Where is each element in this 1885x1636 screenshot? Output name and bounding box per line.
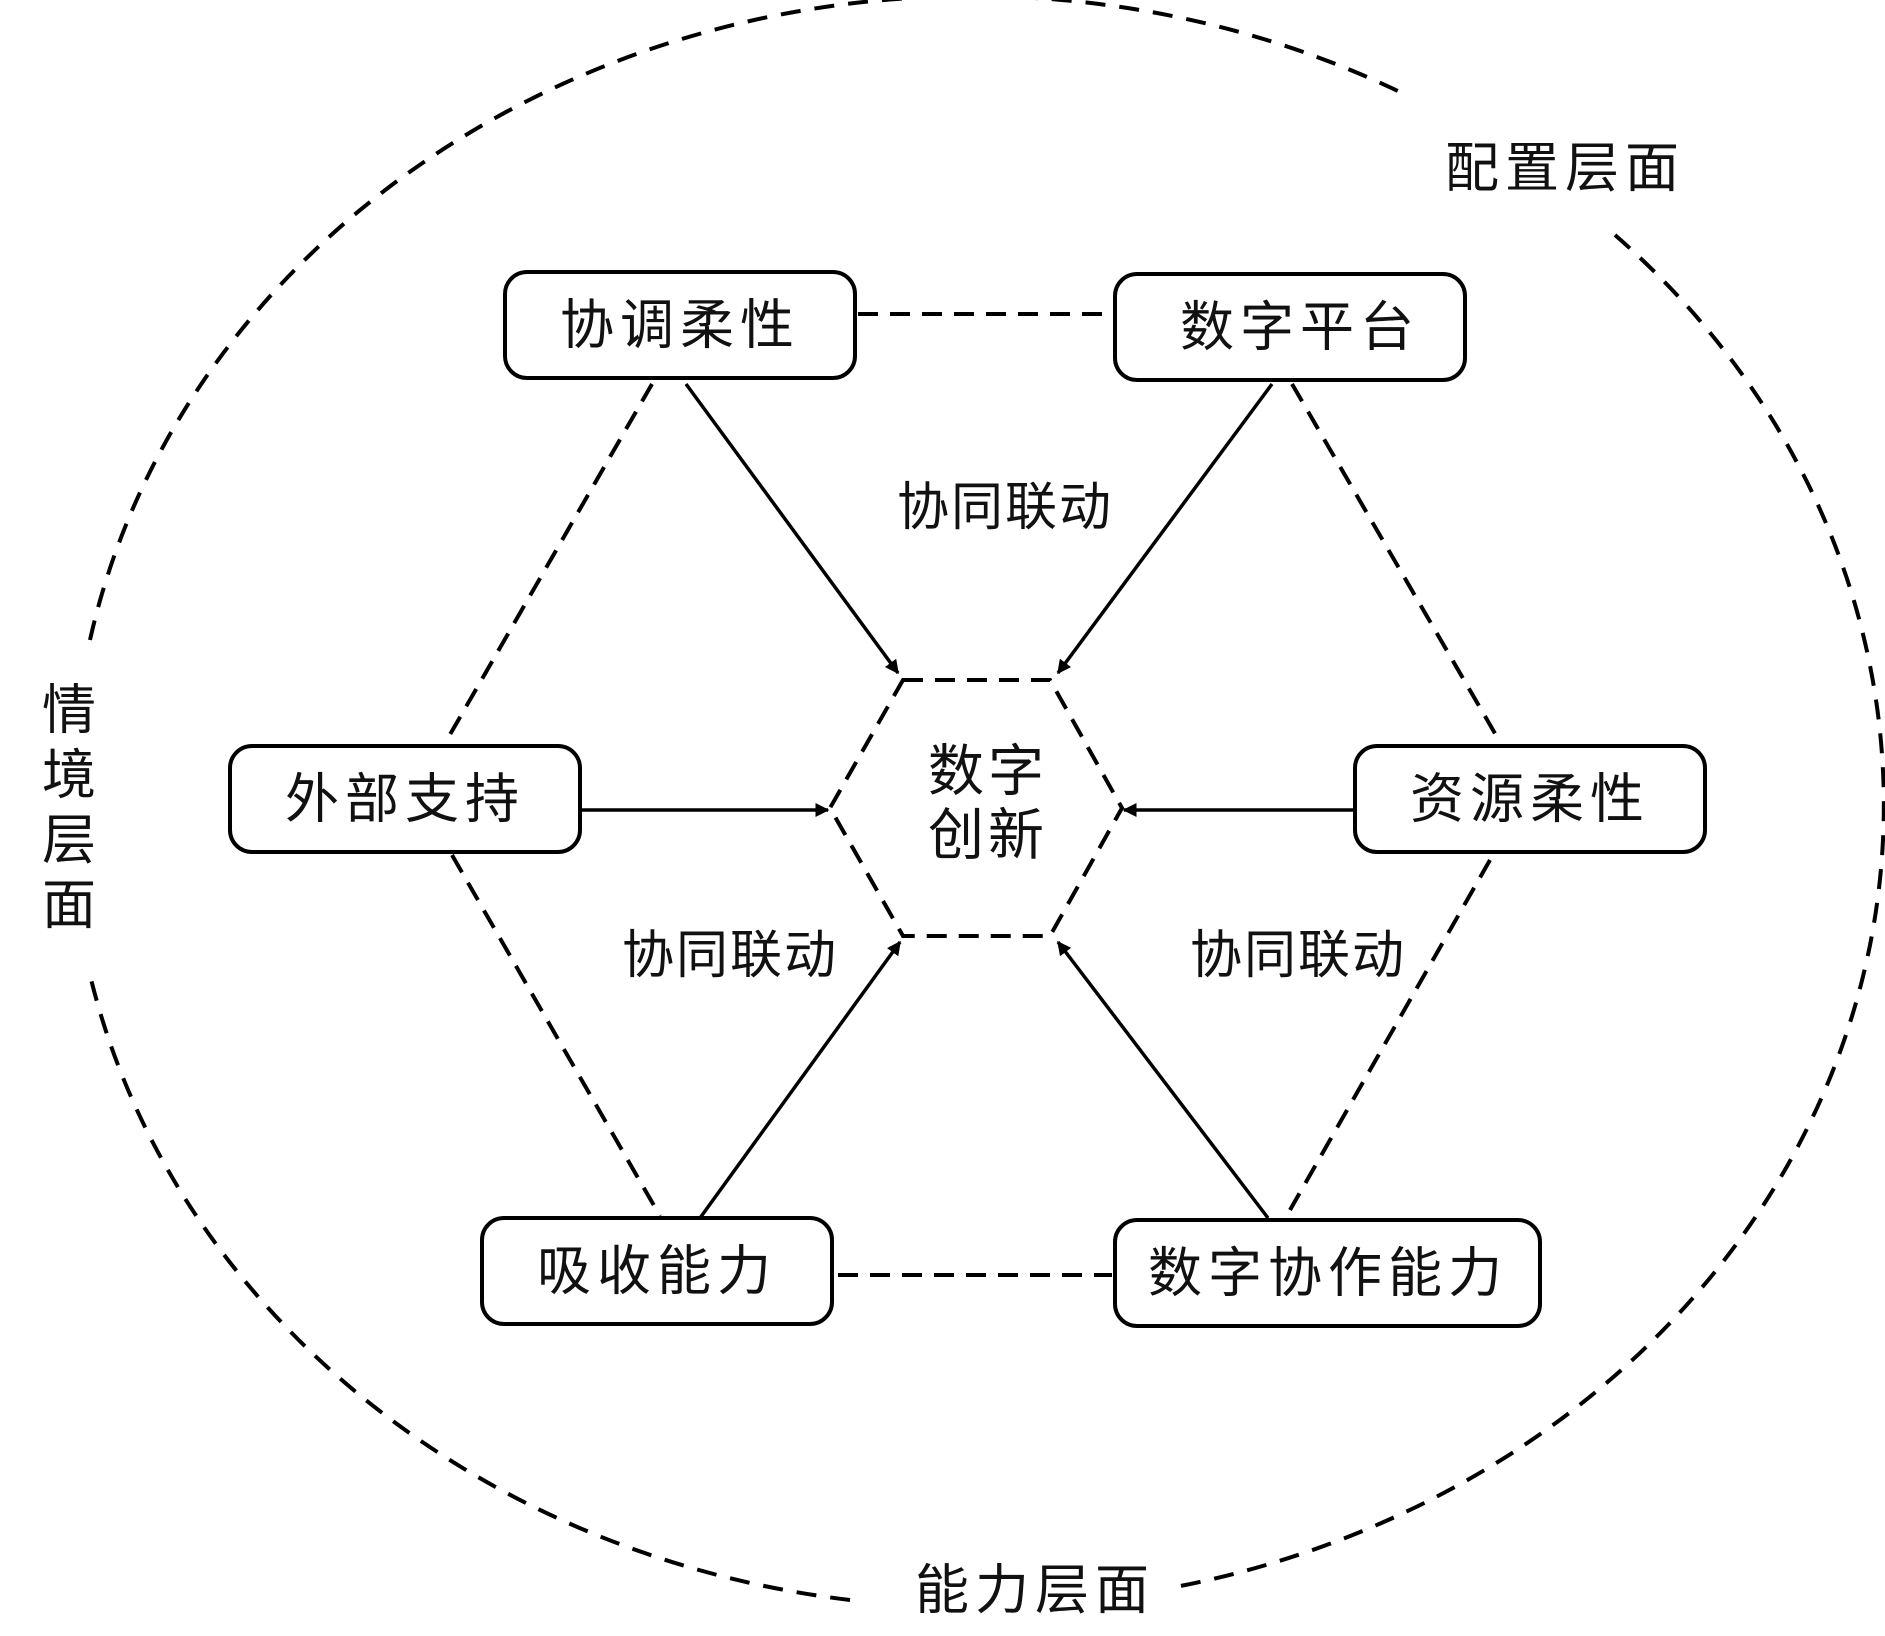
node-digital-platform: 数字平台 — [1113, 272, 1467, 382]
node-label-digital-platform: 数字平台 — [1180, 296, 1420, 359]
center-label-line-2: 创新 — [928, 804, 1048, 869]
outer-arc-top — [88, 0, 1401, 641]
node-absorptive-capacity: 吸收能力 — [480, 1216, 834, 1326]
inner-hexagon-shape — [827, 678, 1125, 938]
layer-label-configuration: 配置层面 — [1445, 137, 1685, 200]
inner-hexagon — [827, 678, 1125, 938]
node-box-absorptive-capacity — [480, 1216, 834, 1326]
node-label-absorptive-capacity: 吸收能力 — [537, 1240, 777, 1303]
edge-coordination-external — [446, 383, 654, 739]
outer-boundary — [88, 0, 1885, 1602]
node-box-resource-flexibility — [1353, 744, 1707, 854]
layer-label-situation-char-4: 面 — [42, 874, 102, 937]
node-box-external-support — [228, 744, 582, 854]
node-label-resource-flexibility: 资源柔性 — [1410, 768, 1650, 831]
outer-hexagon-edges — [446, 312, 1502, 1277]
node-box-digital-collaboration-capacity — [1113, 1218, 1542, 1328]
arrow-platform-to-center — [1056, 382, 1274, 675]
outer-arc-right — [1169, 233, 1885, 1590]
arrow-coordination-to-center — [684, 382, 900, 675]
node-label-coordination-flexibility: 协调柔性 — [560, 294, 800, 357]
arrow-absorptive-to-center — [698, 940, 902, 1220]
node-coordination-flexibility: 协调柔性 — [503, 270, 857, 380]
link-label-bottom-left: 协同联动 — [622, 926, 838, 986]
node-external-support: 外部支持 — [228, 744, 582, 854]
edge-external-absorptive — [450, 854, 662, 1217]
node-label-external-support: 外部支持 — [285, 768, 525, 831]
edge-resource-collaboration — [1288, 859, 1492, 1211]
outer-arc-bottom-left — [88, 974, 851, 1602]
link-label-bottom-right: 协同联动 — [1190, 926, 1406, 986]
center-node: 数字 创新 — [928, 740, 1048, 869]
layer-label-situation-char-1: 情 — [42, 679, 102, 742]
layer-label-situation-char-3: 层 — [42, 809, 102, 872]
node-box-coordination-flexibility — [503, 270, 857, 380]
edge-platform-resource — [1290, 382, 1502, 744]
arrows — [580, 382, 1355, 1220]
node-label-digital-collaboration-capacity: 数字协作能力 — [1148, 1242, 1508, 1305]
node-resource-flexibility: 资源柔性 — [1353, 744, 1707, 854]
arrow-collaboration-to-center — [1056, 940, 1270, 1220]
layer-label-situation-char-2: 境 — [42, 744, 102, 807]
node-box-digital-platform — [1113, 272, 1467, 382]
link-label-top: 协同联动 — [897, 478, 1113, 538]
node-digital-collaboration-capacity: 数字协作能力 — [1113, 1218, 1542, 1328]
layer-label-capability: 能力层面 — [915, 1559, 1155, 1622]
center-label-line-1: 数字 — [928, 740, 1048, 805]
layer-label-situation: 情 境 层 面 — [42, 679, 102, 937]
